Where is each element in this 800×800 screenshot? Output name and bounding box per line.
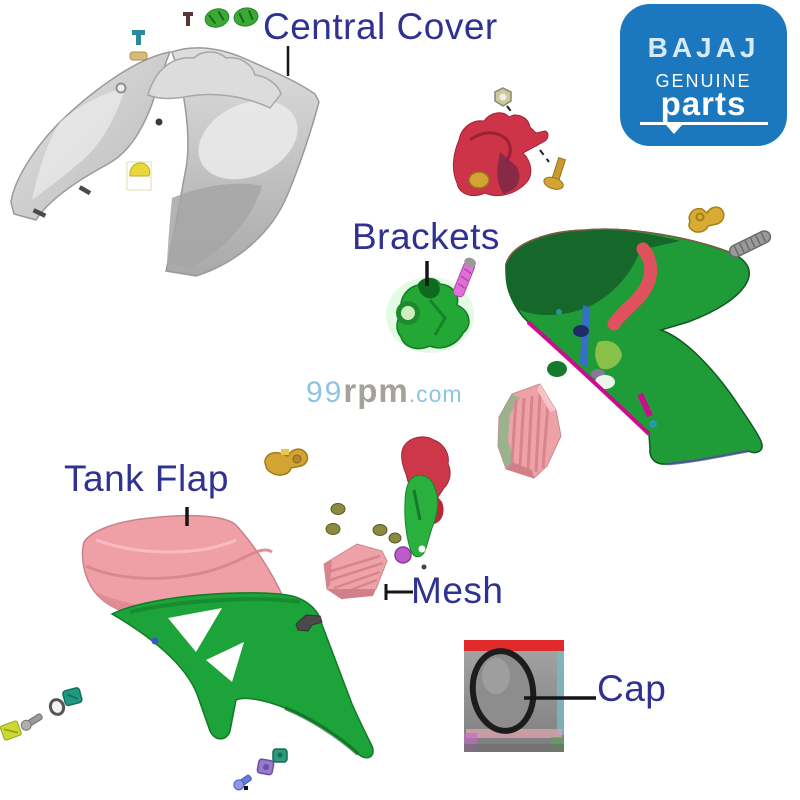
- upper-bracket-assembly: [452, 87, 567, 197]
- clip-green-icon: [204, 8, 230, 28]
- clip-olive-icon: [372, 524, 388, 536]
- badge-brand-text: BAJAJ: [647, 32, 760, 63]
- center-bracket-part: [401, 436, 451, 558]
- small-clips-cluster: [325, 503, 427, 570]
- central-cover-part: [10, 47, 320, 277]
- label-tank-flap: Tank Flap: [64, 458, 229, 499]
- cowl-magenta-trim: [526, 320, 651, 436]
- label-central-cover: Central Cover: [263, 6, 498, 47]
- badge-genuine-text: GENUINE: [655, 71, 752, 91]
- mesh-large-part: [497, 383, 562, 479]
- screw-pink-icon: [452, 257, 476, 298]
- bottom-left-fasteners: [0, 687, 83, 741]
- clip-olive-icon: [330, 503, 346, 515]
- clip-purple-icon: [394, 546, 412, 564]
- label-cap: Cap: [597, 668, 667, 709]
- clip-yellow-icon: [0, 720, 22, 741]
- bushing-gold-icon: [468, 171, 490, 189]
- watermark-99rpm: 99rpm.com: [306, 372, 463, 410]
- button-yellow-icon: [126, 161, 152, 191]
- bottom-middle-fasteners: [233, 748, 288, 791]
- clip-olive-icon: [388, 532, 402, 544]
- cover-hole: [115, 82, 127, 94]
- label-brackets: Brackets: [352, 216, 500, 257]
- screw-dark-icon: [183, 12, 193, 26]
- nut-teal-icon: [272, 748, 288, 763]
- clip-gold-icon: [688, 206, 725, 233]
- nut-purple-icon: [256, 758, 275, 776]
- label-mesh: Mesh: [411, 570, 504, 611]
- clip-olive-icon: [325, 523, 341, 535]
- subframe-bolt-icon: [151, 637, 159, 645]
- bracket-ring-icon: [396, 301, 420, 325]
- leader-lines: [185, 46, 596, 700]
- spring-pin-icon: [728, 230, 772, 258]
- grommet-icon: [155, 118, 163, 126]
- cowl-red-stripe: [607, 242, 658, 331]
- bracket-gold-icon: [264, 448, 309, 476]
- mesh-small-part: [323, 543, 388, 600]
- watermark-num: 99: [306, 376, 344, 409]
- watermark-rpm: rpm: [343, 372, 409, 409]
- screw-teal-icon: [132, 30, 145, 45]
- screw-gray-icon: [20, 713, 43, 731]
- washer-icon: [48, 698, 66, 716]
- bajaj-genuine-parts-badge: BAJAJ GENUINE parts: [620, 4, 787, 146]
- badge-chevron-down-icon: [665, 125, 682, 134]
- screw-gold-icon: [543, 157, 567, 190]
- badge-underline: [639, 122, 768, 134]
- nut-teal-icon: [62, 687, 83, 707]
- watermark-com: .com: [408, 381, 463, 407]
- clip-green-icon: [233, 7, 259, 27]
- cap-photo: [464, 640, 564, 752]
- screw-blue-icon: [233, 774, 252, 791]
- badge-parts-text: parts: [660, 85, 747, 122]
- side-cowl-part: [505, 228, 763, 466]
- screw-dark-icon: [32, 208, 47, 218]
- cover-fasteners: [32, 7, 259, 218]
- clip-darkgreen-icon: [547, 361, 567, 377]
- screw-dark-icon: [78, 185, 92, 196]
- clip-dark-icon: [295, 614, 323, 632]
- cap-photo-red-strip: [464, 640, 564, 651]
- bracket-green-part: [386, 277, 474, 353]
- rear-subframe-part: [110, 592, 374, 759]
- clip-tan-icon: [129, 51, 148, 61]
